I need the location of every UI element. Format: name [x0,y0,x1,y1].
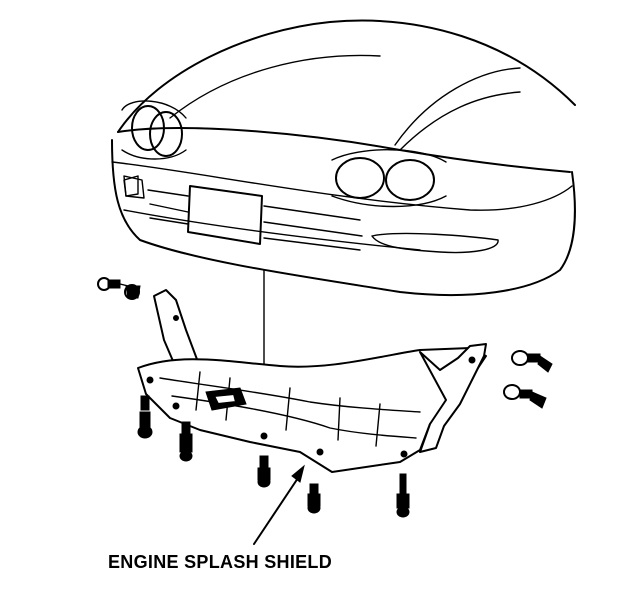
lower-grille [147,189,363,251]
fasteners [97,277,553,518]
shield-right-flange [419,343,487,453]
car-front-body [111,19,576,297]
bolt-3 [257,455,271,488]
headlight-right-outer [335,157,385,199]
clip-right-lower [503,384,547,409]
hood-outline [117,19,576,133]
fender-line [394,67,521,146]
callout-arrow [253,464,305,545]
fender-line-inner [399,91,521,151]
bolt-4 [307,483,321,514]
fog-light-right [371,232,499,254]
bolt-5 [396,473,410,518]
bolt-1 [137,395,153,439]
shield-left-bracket [153,289,199,369]
engine-splash-shield [137,289,487,473]
clip-upper-left-b [124,284,141,300]
bolt-2 [179,421,193,462]
headlight-right-inner [385,159,435,201]
license-plate [187,185,263,245]
callout-label: ENGINE SPLASH SHIELD [108,552,333,572]
hood-crease [169,54,381,119]
headlight-left-outer [131,105,165,151]
clip-right-upper [511,350,553,373]
headlight-left-inner [149,111,183,157]
clip-upper-left-a [97,277,129,291]
front-bumper [111,139,576,297]
shield-main-plate [137,347,487,473]
hood-front-edge [117,127,571,173]
